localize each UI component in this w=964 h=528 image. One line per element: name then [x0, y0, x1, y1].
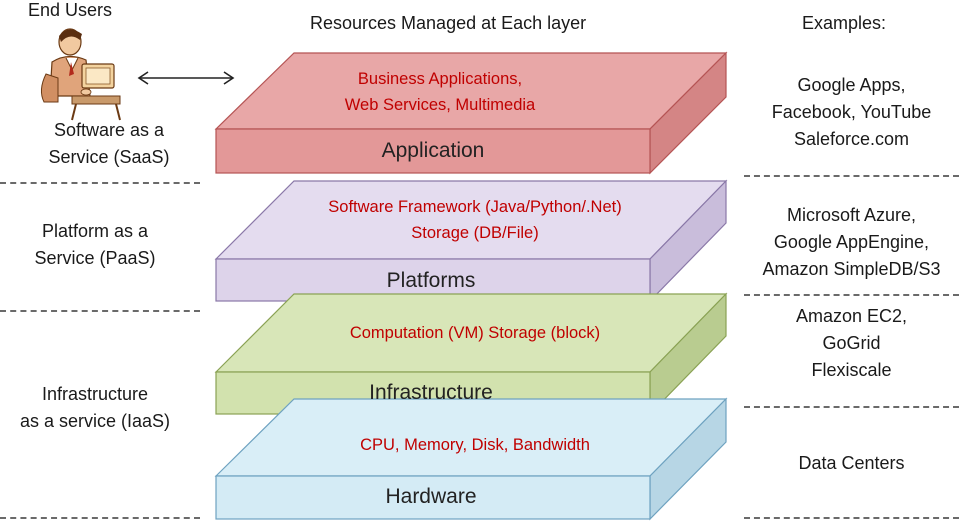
divider-right-3: [744, 406, 959, 408]
platforms-examples: Microsoft Azure,Google AppEngine,Amazon …: [762, 205, 941, 279]
resources-heading: Resources Managed at Each layer: [310, 13, 587, 33]
divider-right-2: [744, 294, 959, 296]
end-users-heading: End Users: [28, 0, 113, 20]
hardware-layer-front: [215, 475, 651, 520]
application-layer-front: [215, 128, 651, 174]
examples-heading: Examples:: [802, 13, 887, 33]
hardware-layer-label: Hardware: [385, 485, 477, 508]
application-layer-label: Application: [381, 139, 485, 162]
divider-left-2: [0, 310, 200, 312]
platforms-resources: Software Framework (Java/Python/.Net)Sto…: [328, 198, 622, 242]
hardware-examples: Data Centers: [798, 453, 905, 473]
end-user-clipart-icon: [40, 28, 121, 121]
hardware-resources: CPU, Memory, Disk, Bandwidth: [360, 436, 590, 454]
platforms-layer-label: Platforms: [386, 269, 476, 292]
divider-left-1: [0, 182, 200, 184]
divider-right-4: [744, 517, 959, 519]
application-resources: Business Applications,Web Services, Mult…: [344, 70, 536, 114]
infrastructure-layer-label: Infrastructure: [369, 381, 493, 404]
double-headed-arrow-icon: [137, 71, 235, 85]
divider-left-3: [0, 517, 200, 519]
divider-right-1: [744, 175, 959, 177]
infrastructure-resources: Computation (VM) Storage (block): [349, 324, 601, 342]
